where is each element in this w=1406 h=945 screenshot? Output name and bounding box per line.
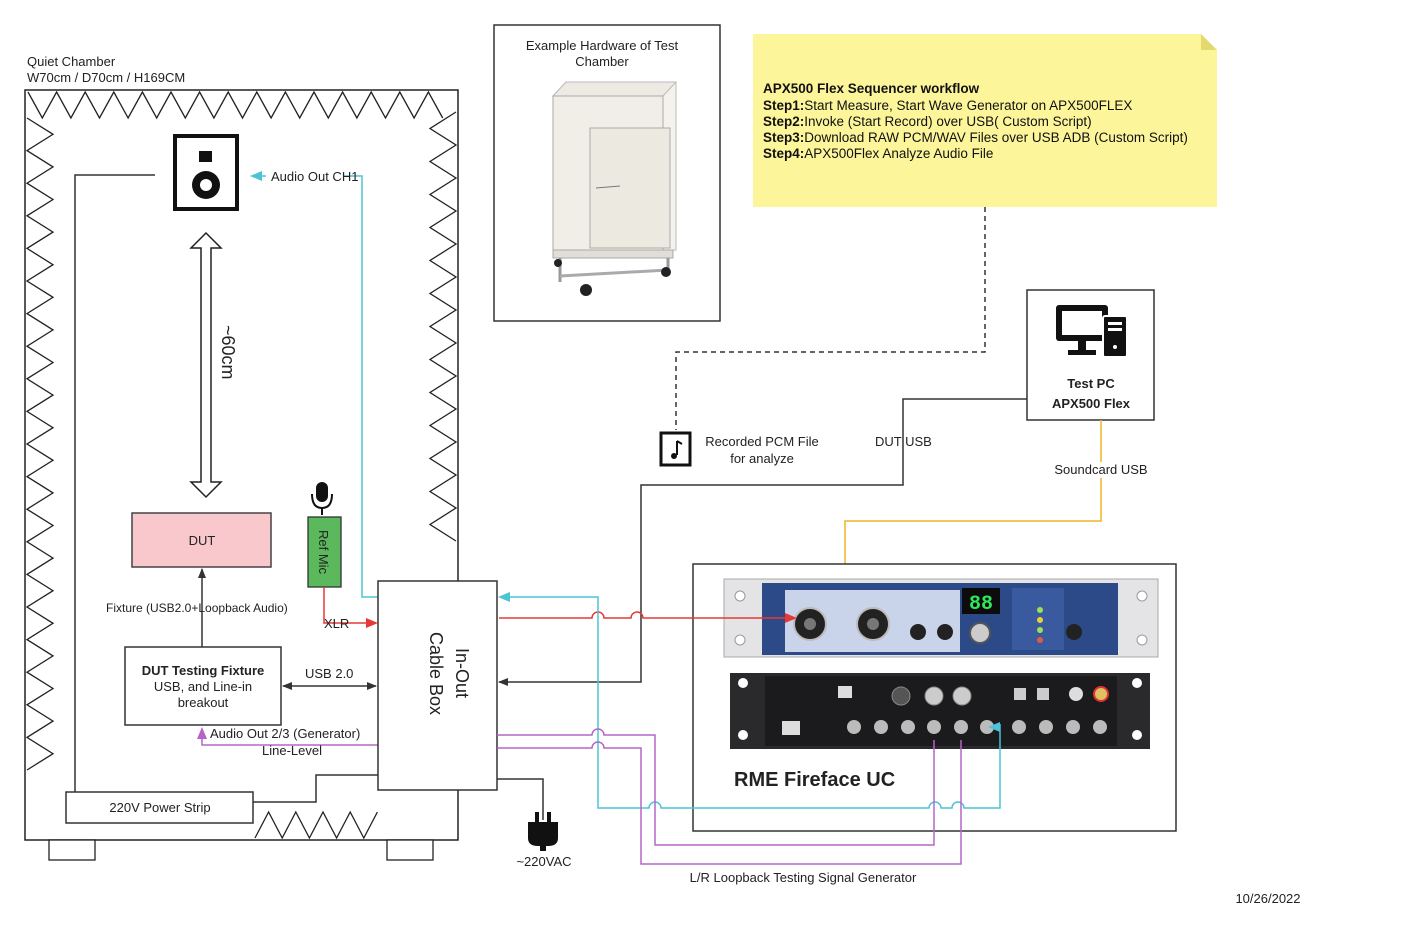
ac-wire <box>497 778 544 820</box>
note-dashed-connector <box>675 207 986 430</box>
quiet-chamber <box>24 89 459 861</box>
chamber-cabinet-image <box>551 81 678 296</box>
note-step1-label: Step1: <box>763 98 804 113</box>
note-step2-text: Invoke (Start Record) over USB( Custom S… <box>804 114 1091 129</box>
xlr-label: XLR <box>324 616 349 631</box>
recorded-line1: Recorded PCM File <box>705 434 818 449</box>
microphone-icon <box>311 482 333 515</box>
chamber-foot-right <box>386 839 434 861</box>
distance-label: ~60cm <box>218 325 238 380</box>
purple-loopback-wire-1 <box>497 728 935 846</box>
note-step4-label: Step4: <box>763 146 804 161</box>
soundcard-usb-label: Soundcard USB <box>1054 462 1147 477</box>
dut-box <box>131 512 272 568</box>
date-label: 10/26/2022 <box>1235 891 1300 906</box>
fixture-sub2: breakout <box>178 695 229 710</box>
fixture-link-label: Fixture (USB2.0+Loopback Audio) <box>106 601 288 615</box>
audio-out-23-wire <box>197 727 378 746</box>
recorded-line2: for analyze <box>730 451 794 466</box>
workflow-note <box>753 34 1217 207</box>
power-plug-icon <box>528 812 558 851</box>
chamber-title: Quiet Chamber <box>27 54 116 69</box>
power-strip-box <box>65 791 254 824</box>
rme-back-panel <box>730 673 1150 749</box>
cable-box-line1: In-Out <box>452 648 472 698</box>
test-pc-line2: APX500 Flex <box>1052 396 1131 411</box>
audio-out-ch1-wire <box>344 175 378 598</box>
usb20-label: USB 2.0 <box>305 666 353 681</box>
red-mic-wire <box>499 611 797 623</box>
power-strip-label: 220V Power Strip <box>109 800 210 815</box>
speaker-icon <box>173 134 239 211</box>
fixture-sub1: USB, and Line-in <box>154 679 252 694</box>
line-level-label: Line-Level <box>262 743 322 758</box>
audio-out-23-label: Audio Out 2/3 (Generator) <box>210 726 360 741</box>
chamber-foot-left <box>48 839 96 861</box>
speaker-power-wire <box>74 174 155 792</box>
note-title: APX500 Flex Sequencer workflow <box>763 81 980 96</box>
rme-label: RME Fireface UC <box>734 769 895 791</box>
computer-icon <box>1056 305 1128 358</box>
dut-usb-label: DUT USB <box>875 434 932 449</box>
note-step2: Step2:Invoke (Start Record) over USB( Cu… <box>763 114 1092 129</box>
music-file-icon <box>659 431 692 467</box>
test-pc-line1: Test PC <box>1067 376 1115 391</box>
note-step4: Step4:APX500Flex Analyze Audio File <box>763 146 993 161</box>
note-step3: Step3:Download RAW PCM/WAV Files over US… <box>763 130 1188 145</box>
cable-box-line2: Cable Box <box>426 632 446 715</box>
fixture-title: DUT Testing Fixture <box>142 663 265 678</box>
chamber-dims: W70cm / D70cm / H169CM <box>27 70 185 85</box>
xlr-wire <box>323 587 378 628</box>
hardware-title-line2: Chamber <box>575 54 629 69</box>
hardware-title-line1: Example Hardware of Test <box>526 38 679 53</box>
ac-label: ~220VAC <box>516 854 571 869</box>
distance-arrow <box>189 231 223 499</box>
dut-fixture-box <box>124 646 282 726</box>
power-strip-wire <box>253 774 378 803</box>
note-step2-label: Step2: <box>763 114 804 129</box>
note-step1: Step1:Start Measure, Start Wave Generato… <box>763 98 1132 113</box>
cable-box <box>377 580 498 791</box>
note-step3-label: Step3: <box>763 130 804 145</box>
svg-text:88: 88 <box>969 593 993 616</box>
rme-front-panel: 88 <box>723 578 1159 658</box>
note-step1-text: Start Measure, Start Wave Generator on A… <box>804 98 1132 113</box>
purple-loopback-wire-2 <box>497 740 962 865</box>
dut-usb-wire <box>498 398 1027 686</box>
dut-label: DUT <box>189 533 216 548</box>
note-step4-text: APX500Flex Analyze Audio File <box>804 146 993 161</box>
ref-mic-label: Ref Mic <box>316 530 331 575</box>
loopback-label: L/R Loopback Testing Signal Generator <box>690 870 917 885</box>
audio-out-ch1-label: Audio Out CH1 <box>271 169 358 184</box>
note-step3-text: Download RAW PCM/WAV Files over USB ADB … <box>804 130 1188 145</box>
